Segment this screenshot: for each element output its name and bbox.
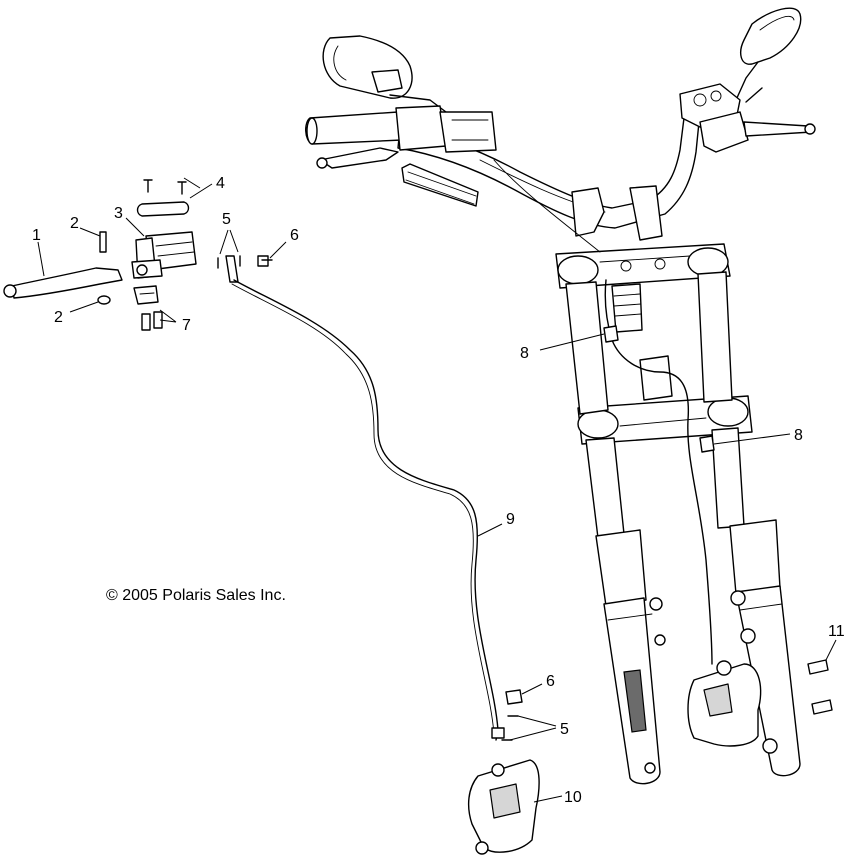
- line-clamp-upper: [603, 325, 619, 343]
- callout-4: 4: [216, 175, 225, 192]
- callout-1: 1: [32, 227, 41, 244]
- copyright-notice: © 2005 Polaris Sales Inc.: [106, 587, 286, 604]
- left-mirror: [322, 35, 447, 113]
- callout-labels: 1 2 2 3 4 5 6 7 8 8 9 6 5 10 11: [32, 175, 844, 806]
- lever-pivot-nut: [97, 295, 111, 305]
- line-clamp-lower: [699, 435, 715, 453]
- brake-lever: [3, 267, 123, 299]
- callout-5-lower: 5: [560, 721, 569, 738]
- callout-2-pin: 2: [70, 215, 79, 232]
- right-handlebar-controls: [679, 83, 816, 153]
- callout-8-lower: 8: [794, 427, 803, 444]
- callout-3: 3: [114, 205, 123, 222]
- leader-lines: [37, 177, 837, 803]
- left-handlebar-controls: [305, 105, 497, 207]
- lower-triple-clamp: [577, 395, 753, 445]
- upper-triple-clamp: [555, 185, 731, 289]
- clamp-bolts: [141, 311, 163, 331]
- steering-stem: [611, 283, 673, 401]
- callout-5-upper: 5: [222, 211, 231, 228]
- callout-8-upper: 8: [520, 345, 529, 362]
- right-fork-leg: [697, 271, 801, 777]
- lever-pivot-pin: [99, 231, 107, 253]
- sealing-washers-upper: [217, 255, 241, 269]
- callout-10: 10: [564, 789, 582, 806]
- callout-9: 9: [506, 511, 515, 528]
- callout-2-nut: 2: [54, 309, 63, 326]
- callout-6-lower: 6: [546, 673, 555, 690]
- brake-hose: [225, 255, 505, 741]
- reservoir-cover: [136, 201, 190, 217]
- right-front-caliper: [687, 660, 778, 754]
- banjo-bolt-lower: [505, 689, 523, 705]
- caliper-mounting-bolts: [807, 659, 833, 715]
- clamp-bracket: [133, 285, 159, 305]
- reservoir-cover-screws: [143, 179, 187, 195]
- left-front-caliper: [467, 759, 540, 855]
- master-cylinder: [131, 231, 197, 279]
- callout-7: 7: [182, 317, 191, 334]
- banjo-bolt-upper: [257, 255, 273, 267]
- callout-6-upper: 6: [290, 227, 299, 244]
- left-fork-leg: [565, 281, 666, 785]
- right-mirror: [735, 7, 802, 101]
- callout-11: 11: [828, 623, 844, 640]
